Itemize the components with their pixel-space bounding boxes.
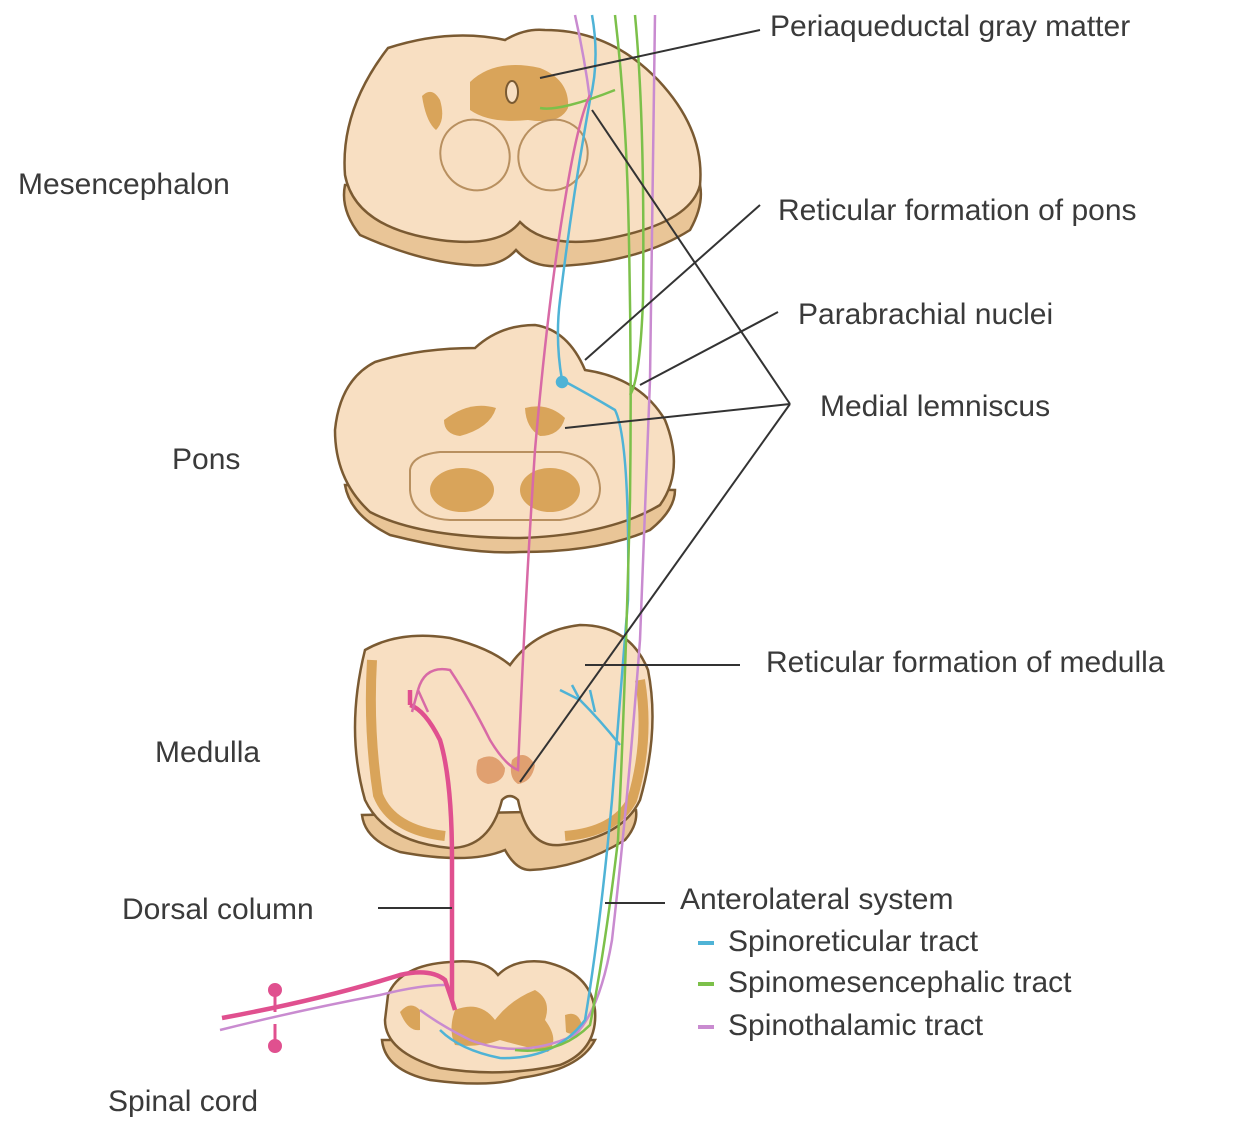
legend-item-spinomesencephalic: Spinomesencephalic tract (698, 968, 1072, 998)
label-medulla: Medulla (155, 738, 260, 768)
label-parabrachial-nuclei: Parabrachial nuclei (798, 300, 1053, 330)
legend-item-spinoreticular: Spinoreticular tract (698, 927, 978, 957)
pontine-nucleus-right (520, 468, 580, 512)
spinal-cord-section (382, 961, 595, 1083)
legend-swatch-spinoreticular (698, 941, 714, 945)
mesencephalon-tissue (345, 30, 701, 242)
legend-swatch-spinothalamic (698, 1025, 714, 1029)
mesencephalon-section (344, 30, 701, 266)
label-medial-lemniscus: Medial lemniscus (820, 392, 1050, 422)
legend-label-spinomesencephalic: Spinomesencephalic tract (728, 966, 1072, 999)
pons-section (335, 325, 675, 552)
legend-item-spinothalamic: Spinothalamic tract (698, 1011, 983, 1041)
legend-title: Anterolateral system (680, 885, 953, 915)
pontine-nucleus-left (430, 468, 494, 512)
label-spinal-cord: Spinal cord (108, 1087, 258, 1117)
legend-label-spinothalamic: Spinothalamic tract (728, 1009, 983, 1042)
label-reticular-formation-medulla: Reticular formation of medulla (766, 648, 1165, 678)
legend-swatch-spinomesencephalic (698, 982, 714, 986)
label-mesencephalon: Mesencephalon (18, 170, 230, 200)
label-pons: Pons (172, 445, 240, 475)
label-periaqueductal-gray: Periaqueductal gray matter (770, 12, 1130, 42)
cerebral-aqueduct (506, 81, 518, 103)
label-dorsal-column: Dorsal column (122, 895, 314, 925)
legend-label-spinoreticular: Spinoreticular tract (728, 925, 978, 958)
label-reticular-formation-pons: Reticular formation of pons (778, 196, 1137, 226)
